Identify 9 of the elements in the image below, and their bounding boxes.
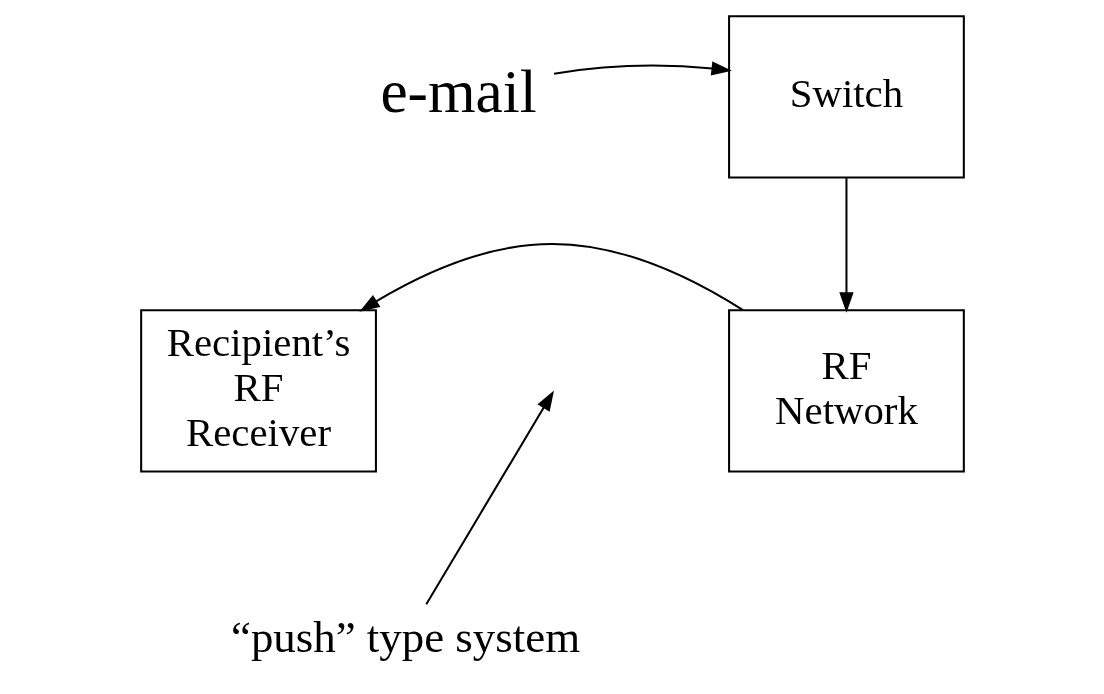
node-box: Switch <box>727 15 965 179</box>
node-text: “push” type system <box>230 612 580 663</box>
node-text: e-mail <box>379 57 537 126</box>
node-box: RF Network <box>727 309 965 473</box>
node-box: Recipient’s RF Receiver <box>139 309 377 473</box>
arrow <box>424 390 554 605</box>
arrow <box>553 61 732 76</box>
arrow <box>838 178 854 313</box>
arrow <box>358 242 744 312</box>
